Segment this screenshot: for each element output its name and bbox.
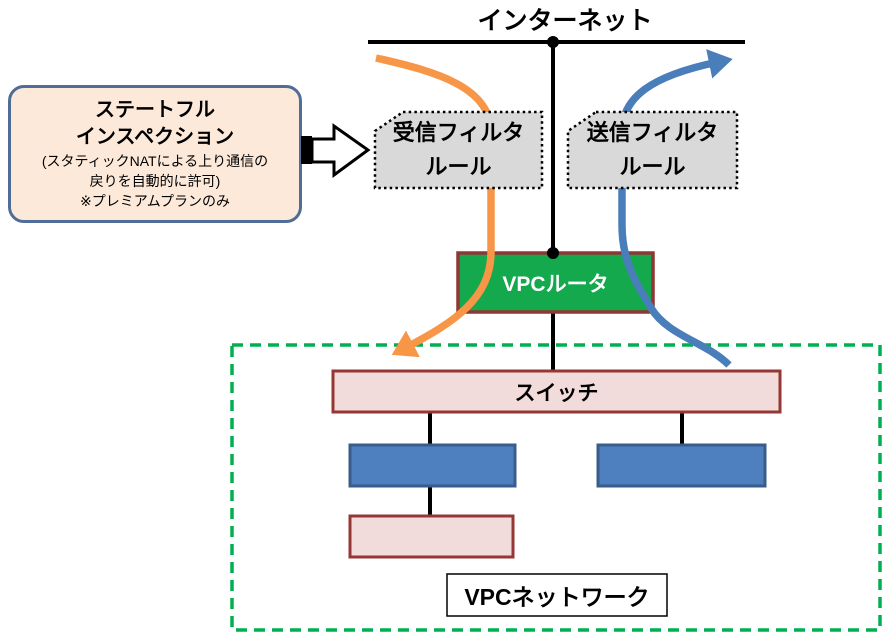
internet-junction-dot [547, 36, 559, 48]
outbound-filter-label: 送信フィルタ ルール [568, 112, 737, 188]
internet-label: インターネット [477, 7, 653, 35]
callout-detail-line2: 戻りを自動的に許可) [89, 173, 221, 189]
callout-title-line1: ステートフル [95, 99, 215, 121]
callout-title-line2: インスペクション [75, 126, 235, 148]
callout-detail-line3: ※プレミアムプランのみ [80, 193, 230, 209]
vpc-network-label: VPCネットワーク [464, 584, 650, 610]
inbound-filter-line1: 受信フィルタ [392, 120, 525, 145]
outbound-filter-line1: 送信フィルタ [586, 120, 719, 145]
router-junction-dot [547, 247, 559, 259]
subnode-box [348, 514, 515, 559]
inbound-traffic-arrow [375, 54, 495, 358]
pointer-arrow-tail [301, 136, 312, 164]
stateful-inspection-callout: ステートフル インスペクション (スタティックNATによる上り通信の 戻りを自動… [8, 85, 302, 223]
outbound-filter-box [566, 110, 739, 190]
outbound-traffic-arrow [618, 49, 733, 368]
vpc-network-boundary [230, 343, 882, 632]
network-label-frame [446, 573, 668, 617]
switch-box [331, 369, 782, 414]
inbound-filter-line2: ルール [425, 154, 492, 179]
right-server-box [596, 443, 767, 488]
pointer-arrow-icon [310, 123, 371, 178]
vpc-router-label: VPCルータ [502, 272, 609, 296]
inbound-filter-box [373, 110, 544, 190]
switch-label: スイッチ [514, 381, 599, 405]
callout-detail-line1: (スタティックNATによる上り通信の [41, 153, 269, 169]
outbound-filter-line2: ルール [619, 154, 686, 179]
inbound-filter-label: 受信フィルタ ルール [375, 112, 542, 188]
left-server-box [348, 443, 517, 488]
